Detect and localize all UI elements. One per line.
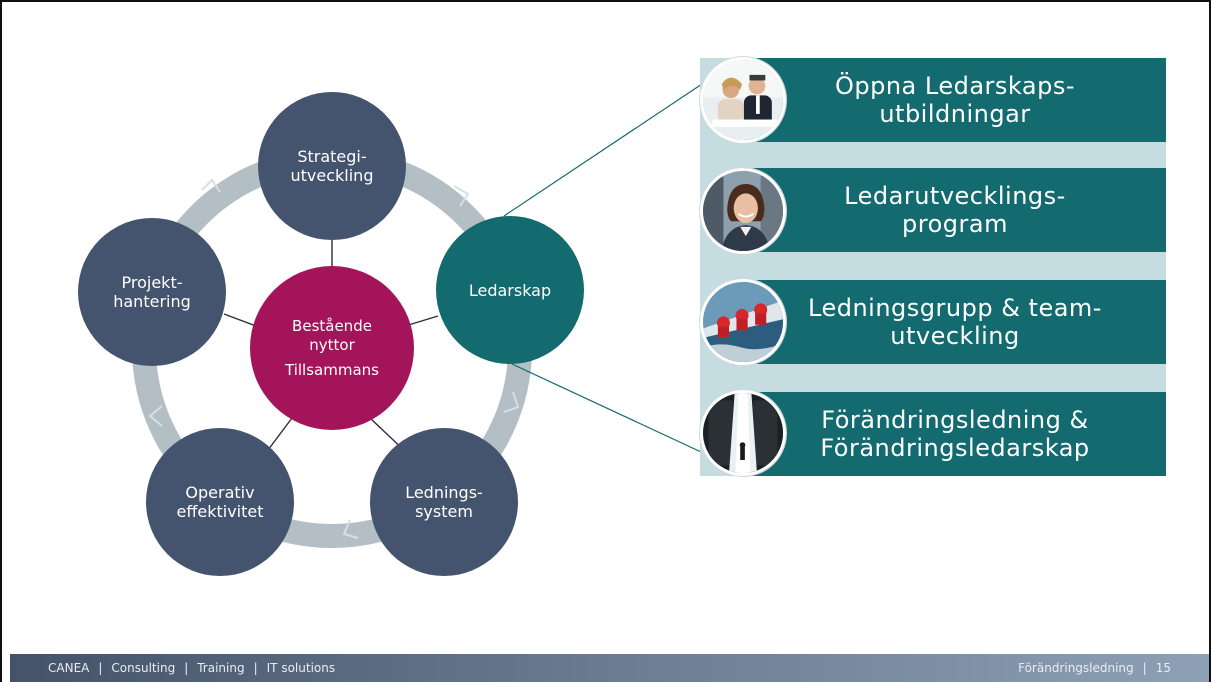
footer-section: Förändringsledning	[1018, 661, 1134, 675]
banner-line: Ledarutvecklings-	[844, 182, 1066, 210]
banner-line: utbildningar	[879, 100, 1031, 128]
node-strategiutveckling	[258, 92, 406, 240]
footer-item: Training	[197, 661, 245, 675]
banner-leader-development-program: Ledarutvecklings- program	[744, 168, 1166, 252]
banner-open-leadership-courses: Öppna Ledarskaps- utbildningar	[744, 58, 1166, 142]
node-projekthantering	[78, 218, 226, 366]
business-meeting-photo-icon	[700, 57, 786, 143]
footer-item: Consulting	[111, 661, 176, 675]
footer-separator: |	[184, 661, 189, 675]
banner-line: program	[902, 210, 1008, 238]
sailing-team-photo-icon	[700, 279, 786, 365]
footer-separator: |	[1142, 661, 1147, 675]
banner-management-team-development: Ledningsgrupp & team- utveckling	[744, 280, 1166, 364]
node-ledarskap	[436, 216, 584, 364]
banner-line: Ledningsgrupp & team-	[808, 294, 1102, 322]
footer-right: Förändringsledning | 15	[1018, 661, 1171, 675]
footer-company: CANEA	[48, 661, 90, 675]
footer-left: CANEA | Consulting | Training | IT solutions	[48, 661, 335, 675]
leader-lines	[503, 75, 715, 459]
banner-line: Förändringsledarskap	[820, 434, 1090, 462]
footer-item: IT solutions	[266, 661, 336, 675]
businesswoman-photo-icon	[700, 168, 786, 254]
light-door-photo-icon	[700, 390, 786, 476]
banner-line: utveckling	[890, 322, 1020, 350]
node-ledningssystem	[370, 428, 518, 576]
page-number: 15	[1155, 661, 1171, 675]
ring-arrows	[148, 178, 520, 539]
banner-line: Öppna Ledarskaps-	[834, 72, 1075, 100]
footer-separator: |	[98, 661, 103, 675]
banner-change-management: Förändringsledning & Förändringsledarska…	[744, 392, 1166, 476]
banner-line: Förändringsledning &	[821, 406, 1089, 434]
footer-bar: CANEA | Consulting | Training | IT solutions F…	[10, 654, 1209, 682]
node-operativ-effektivitet	[146, 428, 294, 576]
center-node	[250, 266, 414, 430]
footer-separator: |	[253, 661, 258, 675]
